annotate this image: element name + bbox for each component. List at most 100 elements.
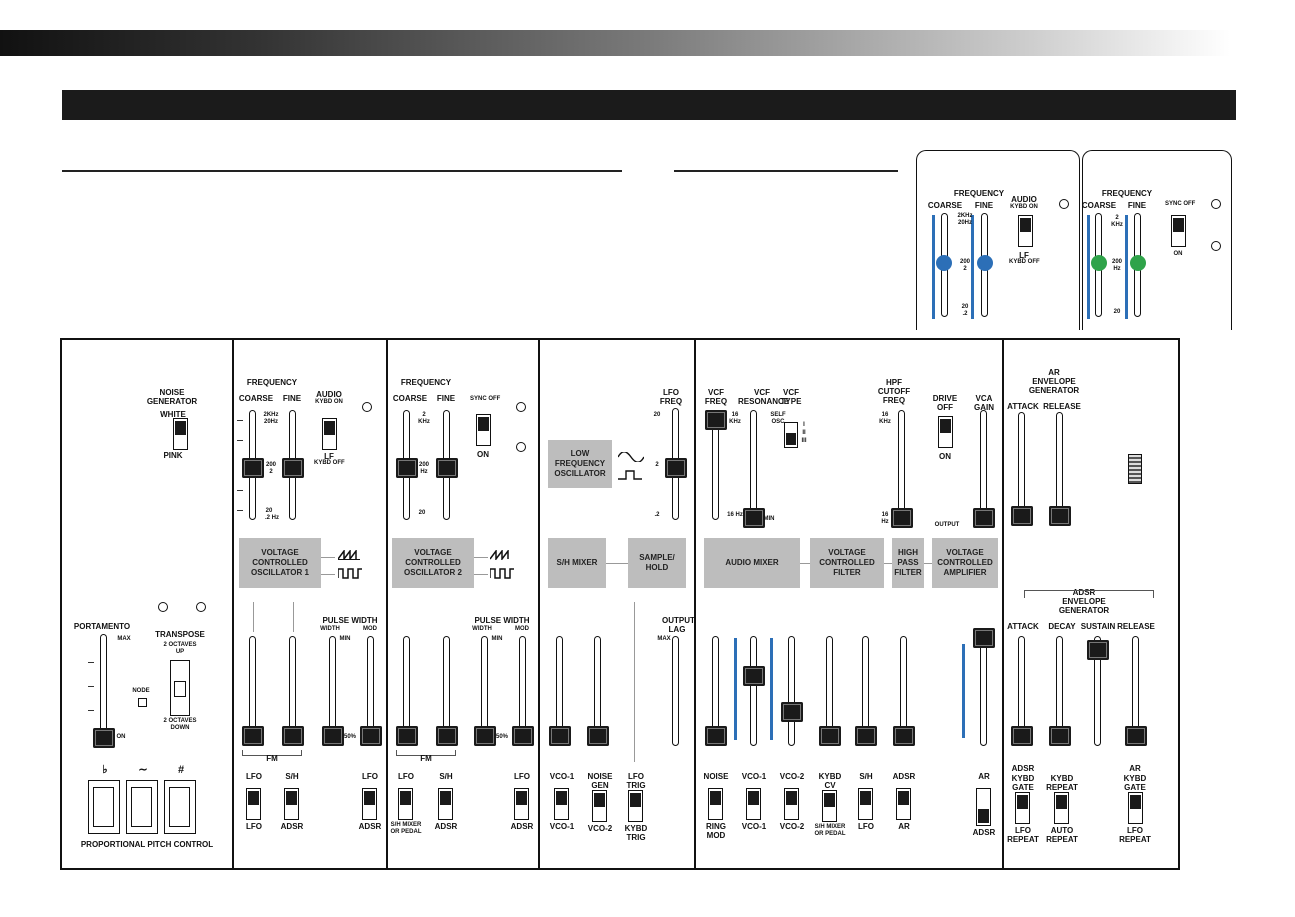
vco2-sync-off-label: SYNC OFF [470,396,501,402]
vco1-tick-2: 2 [269,469,273,475]
vcf-kybd-switch[interactable] [822,790,837,822]
pitch-flat-label: ♭ [102,764,108,776]
vcf-kybd-cap[interactable] [819,726,841,746]
ar-attack-cap[interactable] [1011,506,1033,526]
lfo-trigger-switch[interactable] [628,790,643,822]
hpf-slider-cap[interactable] [891,508,913,528]
vcf-env-switch[interactable] [896,788,911,820]
lfo-freq-line1: LFO [663,388,679,397]
pitch-pad-flat[interactable] [88,780,120,834]
vco2-sync-switch[interactable] [476,414,491,446]
portamento-max-label: MAX [117,636,131,642]
vco1-mod-switch-3[interactable] [362,788,377,820]
vco1-kybd-off-label: KYBD OFF [314,460,345,466]
vcf-sh-switch[interactable] [858,788,873,820]
vco2-mod-label: MOD [515,626,529,632]
inset1-coarse-label: COARSE [927,201,963,210]
sh-source-switch-2[interactable] [592,790,607,822]
vco2-mod-switch-1[interactable] [398,788,413,820]
inset1-audio-switch[interactable] [1018,215,1033,247]
noise-title: NOISE GENERATOR [142,388,202,406]
mix-vco1-cap[interactable] [743,666,765,686]
inset1-tick-200: 200 [959,259,970,265]
vca-env-switch[interactable] [976,788,991,826]
noise-title-line1: NOISE [159,388,185,397]
node-button[interactable] [138,698,147,707]
vco2-pw-mod-cap[interactable] [512,726,534,746]
led-right [196,602,206,612]
vcf-res-slider-cap[interactable] [743,508,765,528]
vco1-led [362,402,372,412]
env-sw2-bot: AUTO REPEAT [1046,826,1078,844]
lfo-freq-slider-cap[interactable] [665,458,687,478]
vco1-mod-switch-1[interactable] [246,788,261,820]
inset2-sync-switch[interactable] [1171,215,1186,247]
flt-sw3-bot: VCO-2 [779,822,805,831]
saw-wave-icon [490,550,512,560]
inset2-tick-20: 20 [1113,309,1121,315]
adsr-trigger-switch[interactable] [1015,792,1030,824]
fm-bracket [242,750,302,756]
mixer-noise-switch[interactable] [708,788,723,820]
portamento-slider-cap[interactable] [93,728,115,748]
transpose-switch[interactable] [170,660,190,716]
pitch-sharp-label: # [177,764,185,776]
ar-trigger-switch[interactable] [1128,792,1143,824]
sh-source-switch-1[interactable] [554,788,569,820]
vco1-fm-slider-cap-1[interactable] [242,726,264,746]
vco2-coarse-slider-cap[interactable] [396,458,418,478]
inset1-lf-label: LF [1019,251,1029,260]
vco1-tick-20: 20 [265,508,273,514]
adsr-decay-cap[interactable] [1049,726,1071,746]
vcf-tick-16k: 16 KHz [729,412,741,425]
vco1-pw-mod-cap[interactable] [360,726,382,746]
vco2-pw-width-cap[interactable] [474,726,496,746]
vcf-freq-label: VCF FREQ [704,388,728,406]
vco2-mod-switch-3[interactable] [514,788,529,820]
adsr-release-cap[interactable] [1125,726,1147,746]
vco2-fine-slider-cap[interactable] [436,458,458,478]
vcf-adsr-cap[interactable] [893,726,915,746]
vco2-fm-slider-cap-2[interactable] [436,726,458,746]
mix-vco2-cap[interactable] [781,702,803,722]
repeat-switch[interactable] [1054,792,1069,824]
mix-noise-cap[interactable] [705,726,727,746]
vco1-coarse-slider-cap[interactable] [242,458,264,478]
drive-on-label: ON [939,452,951,461]
mixer-vco2-switch[interactable] [784,788,799,820]
vco1-mod-switch-2[interactable] [284,788,299,820]
ar-release-cap[interactable] [1049,506,1071,526]
pitch-pad-bend[interactable] [126,780,158,834]
vca-gain-slider-cap[interactable] [973,508,995,528]
sh-noise-slider-cap[interactable] [587,726,609,746]
adsr-sustain-cap[interactable] [1087,640,1109,660]
sample-hold-module: SAMPLE/ HOLD [628,538,686,588]
sh-vco1-slider-cap[interactable] [549,726,571,746]
transpose-label: TRANSPOSE [155,630,205,639]
output-lag-label: OUTPUT LAG [662,616,695,634]
inset2-led-2 [1211,241,1221,251]
vcf-sh-cap[interactable] [855,726,877,746]
vco1-mod-label: MOD [363,626,377,632]
pitch-pad-sharp[interactable] [164,780,196,834]
vco2-mod-switch-2[interactable] [438,788,453,820]
inset2-fine-knob[interactable] [1130,255,1146,271]
vcf-type-switch[interactable] [784,422,798,448]
inset2-coarse-knob[interactable] [1091,255,1107,271]
noise-type-switch[interactable] [173,418,188,450]
drive-switch[interactable] [938,416,953,448]
vco2-sw1-top: LFO [398,772,414,781]
inset1-fine-knob[interactable] [977,255,993,271]
mixer-vco1-switch[interactable] [746,788,761,820]
pitch-control-label: PROPORTIONAL PITCH CONTROL [80,840,214,849]
vco1-fine-slider-cap[interactable] [282,458,304,478]
vco2-fm-slider-cap-1[interactable] [396,726,418,746]
vco1-fm-slider-cap-2[interactable] [282,726,304,746]
env-sw3-top: KYBD GATE [1123,774,1147,792]
vco1-pw-width-cap[interactable] [322,726,344,746]
vca-ar-cap[interactable] [973,628,995,648]
inset1-coarse-knob[interactable] [936,255,952,271]
vcf-freq-slider-cap[interactable] [705,410,727,430]
vco1-audio-switch[interactable] [322,418,337,450]
adsr-attack-cap[interactable] [1011,726,1033,746]
